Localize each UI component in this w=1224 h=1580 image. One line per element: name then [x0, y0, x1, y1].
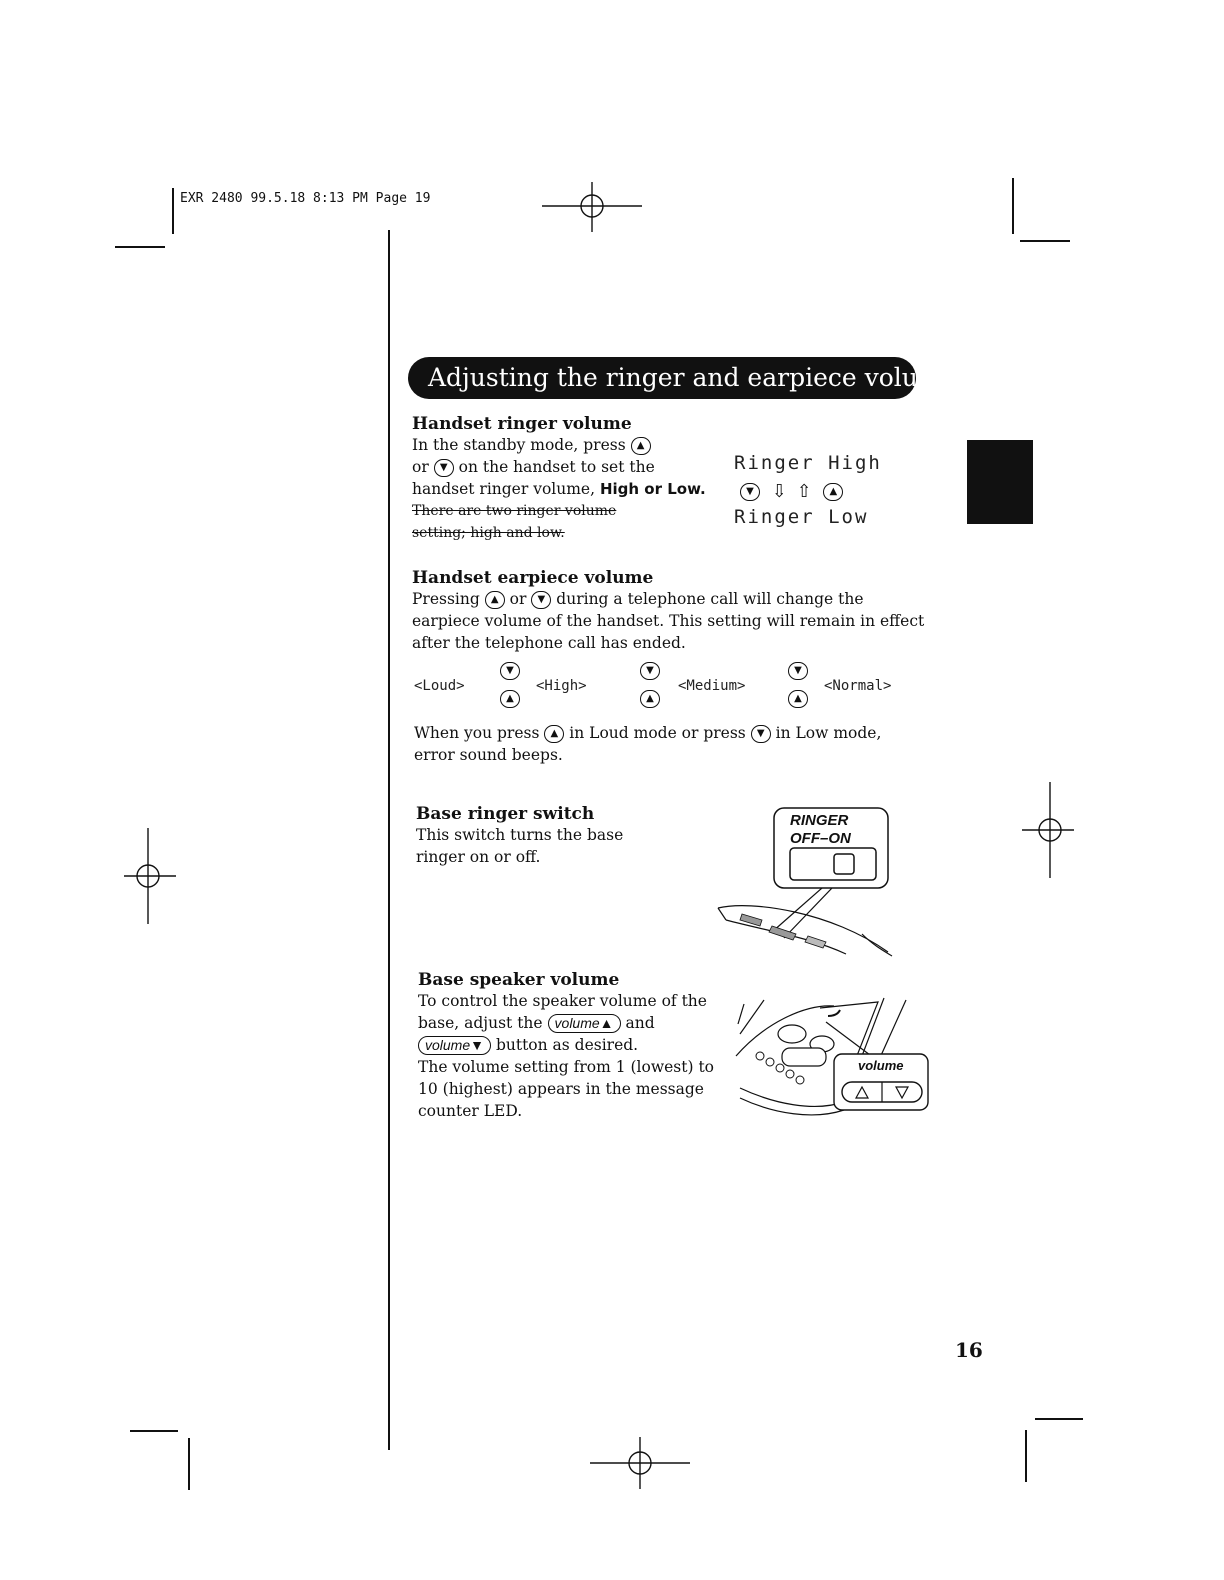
- crop-mark: [115, 246, 165, 248]
- down-key-icon: ▼: [433, 459, 454, 477]
- base-speaker-illustration: volume: [734, 994, 934, 1124]
- handset-ringer-section: Handset ringer volume In the standby mod…: [412, 414, 732, 544]
- center-rule: [388, 230, 390, 1450]
- registration-target-icon: [1022, 782, 1074, 878]
- crop-mark: [1020, 240, 1070, 242]
- base-speaker-section: Base speaker volume To control the speak…: [418, 970, 728, 1122]
- crop-mark: [1012, 178, 1014, 234]
- registration-target-icon: [542, 182, 642, 232]
- up-key-icon: ▲: [630, 437, 651, 455]
- level-medium: <Medium>: [678, 678, 746, 694]
- level-loud: <Loud>: [414, 678, 465, 694]
- lcd-navigation-row: ▼ ⇩ ⇧ ▲: [740, 481, 844, 502]
- crop-mark: [172, 188, 174, 234]
- base-ringer-illustration: RINGER OFF–ON: [712, 804, 902, 964]
- page-title: Adjusting the ringer and earpiece volume: [408, 357, 956, 399]
- section-heading: Base ringer switch: [416, 804, 595, 824]
- base-ringer-section: Base ringer switch This switch turns the…: [416, 804, 716, 868]
- down-key-icon: ▼: [740, 483, 760, 501]
- section-heading: Base speaker volume: [418, 970, 620, 990]
- down-arrow-icon: ⇩: [771, 481, 787, 502]
- section-heading: Handset earpiece volume: [412, 568, 654, 588]
- up-key-icon: ▲: [788, 690, 808, 708]
- registration-target-icon: [590, 1437, 690, 1489]
- level-normal: <Normal>: [824, 678, 892, 694]
- up-key-icon: ▲: [544, 725, 565, 743]
- up-key-icon: ▲: [484, 591, 505, 609]
- down-key-icon: ▼: [500, 662, 520, 680]
- volume-down-button-label: volume▼: [418, 1036, 491, 1055]
- volume-up-button-label: volume▲: [547, 1014, 621, 1033]
- lcd-ringer-low: Ringer Low: [734, 506, 869, 528]
- registration-target-icon: [124, 828, 176, 924]
- up-key-icon: ▲: [500, 690, 520, 708]
- section-body: In the standby mode, press ▲ or ▼ on the…: [412, 434, 732, 544]
- section-tab-marker: [967, 440, 1033, 524]
- down-key-icon: ▼: [531, 591, 552, 609]
- crop-mark: [130, 1430, 178, 1432]
- crop-mark: [1035, 1418, 1083, 1420]
- up-key-icon: ▲: [640, 690, 660, 708]
- down-key-icon: ▼: [640, 662, 660, 680]
- section-heading: Handset ringer volume: [412, 414, 632, 434]
- lcd-ringer-high: Ringer High: [734, 452, 882, 474]
- earpiece-level-sequence: <Loud> <High> <Medium> <Normal> ▼ ▲ ▼ ▲ …: [414, 662, 934, 712]
- crop-mark: [188, 1438, 190, 1490]
- down-key-icon: ▼: [788, 662, 808, 680]
- page-number: 16: [955, 1338, 983, 1362]
- handwritten-correction: High or Low.: [599, 480, 706, 498]
- switch-label-ringer: RINGER: [790, 812, 849, 829]
- level-high: <High>: [536, 678, 587, 694]
- up-arrow-icon: ⇧: [796, 481, 812, 502]
- switch-label-off-on: OFF–ON: [790, 830, 851, 847]
- earpiece-note: When you press ▲ in Loud mode or press ▼…: [414, 724, 882, 764]
- handset-earpiece-section: Handset earpiece volume Pressing ▲ or ▼ …: [412, 568, 932, 654]
- ringer-switch-drawing-icon: [717, 807, 893, 957]
- print-slug: EXR 2480 99.5.18 8:13 PM Page 19: [180, 191, 431, 206]
- struck-out-text: setting; high and low.: [412, 525, 565, 541]
- callout-volume-label: volume: [858, 1058, 904, 1073]
- struck-out-text: There are two ringer volume: [412, 503, 617, 519]
- down-key-icon: ▼: [750, 725, 771, 743]
- crop-mark: [1025, 1430, 1027, 1482]
- speaker-base-drawing-icon: [735, 997, 929, 1116]
- up-key-icon: ▲: [823, 483, 844, 501]
